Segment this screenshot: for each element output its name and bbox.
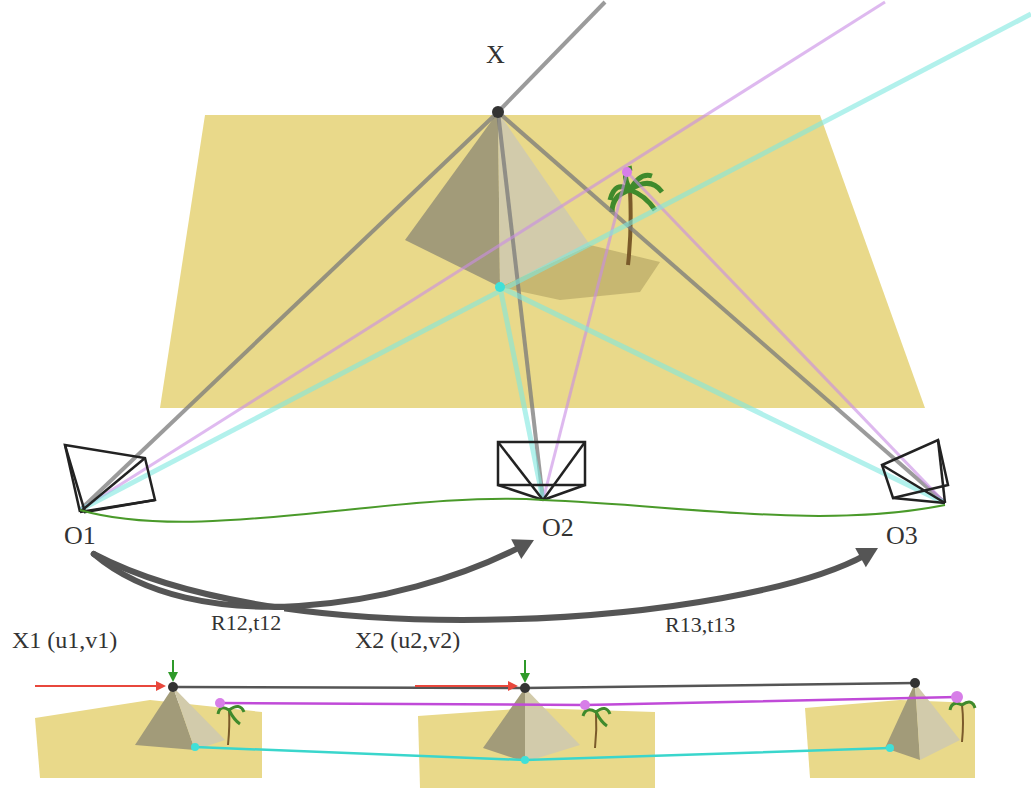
camera-name: O3 <box>886 522 918 550</box>
feature-track <box>173 683 915 688</box>
pyramid-face <box>405 112 500 287</box>
image-thumbnail <box>418 688 655 788</box>
coordinate-arrow <box>35 660 530 691</box>
projection-ray <box>80 2 945 510</box>
camera-name: O2 <box>542 514 574 542</box>
pixel-coordinate-label: X2 (u2,v2) <box>355 626 460 654</box>
world-point <box>492 106 504 118</box>
world-point <box>622 167 632 177</box>
projection-ray <box>80 14 1031 510</box>
image-thumbnail <box>35 687 262 778</box>
camera-frustum <box>65 440 948 512</box>
camera-name: O1 <box>64 522 96 550</box>
transform-label: R12,t12 <box>208 610 284 636</box>
feature-track <box>195 747 890 760</box>
camera-label-node: O1 <box>60 520 100 552</box>
feature-point <box>168 678 963 764</box>
world-point <box>495 282 505 292</box>
camera-label-node: O2 <box>538 512 578 544</box>
camera-label-node: O3 <box>882 520 922 552</box>
pixel-coordinate-label: X1 (u1,v1) <box>12 626 117 654</box>
transform-label: R13,t13 <box>662 612 738 638</box>
transform-arrow <box>94 539 534 606</box>
pyramid-face <box>498 112 590 287</box>
camera-trajectory <box>80 499 945 522</box>
point-label: X <box>486 40 505 70</box>
projection-ray <box>80 2 945 510</box>
